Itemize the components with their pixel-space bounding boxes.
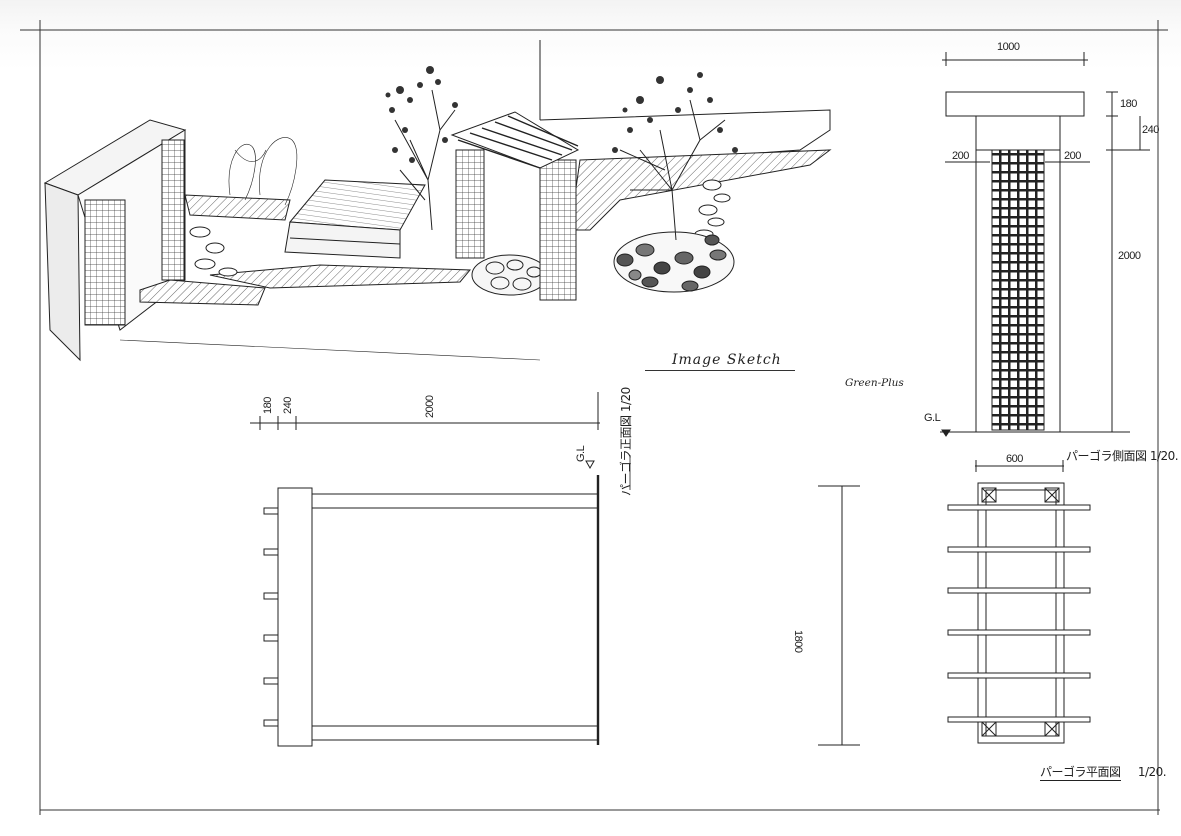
front-dim-240: 240: [282, 397, 294, 414]
left-screen-wall: [43, 119, 187, 362]
plan-caption-title: パーゴラ平面図: [1040, 765, 1121, 781]
tree-right: [612, 72, 738, 241]
plan-dim-1800: 1800: [792, 630, 804, 653]
side-gl-label: G.L: [924, 412, 941, 424]
rock-bed-center: [471, 254, 549, 296]
plan-caption-scale: 1/20.: [1137, 765, 1167, 779]
side-dim-180: 180: [1120, 98, 1137, 110]
plan-posts: [981, 487, 1060, 737]
side-elevation-caption: パーゴラ側面図 1/20.: [1066, 449, 1179, 463]
sketch-title-underline: [645, 370, 795, 371]
plan-drawing: [818, 460, 1091, 746]
front-elevation-caption: パーゴラ正面図 1/20: [619, 387, 633, 496]
rock-bed-right: [613, 231, 735, 293]
side-dim-200-left: 200: [952, 150, 969, 162]
front-dim-2000: 2000: [424, 395, 436, 418]
side-elevation-drawing: [940, 52, 1150, 437]
plan-caption: パーゴラ平面図 1/20.: [1040, 763, 1167, 781]
side-dim-240: 240: [1142, 124, 1159, 136]
pergola-sketch: [450, 111, 580, 301]
sheet-border: [20, 20, 1168, 815]
shrubs-outline: [228, 137, 298, 206]
paving-paths: [139, 149, 832, 306]
brand-label: Green-Plus: [845, 377, 904, 389]
rafter-ends: [263, 507, 279, 727]
wood-deck: [284, 179, 426, 259]
tree-left: [385, 66, 458, 231]
front-gl-label: G.L: [575, 445, 587, 462]
garden-perspective-sketch: [43, 40, 832, 362]
side-dim-1000: 1000: [997, 41, 1020, 53]
plan-dim-600: 600: [1006, 453, 1023, 465]
plan-rafters: [947, 504, 1091, 723]
side-dim-2000: 2000: [1118, 250, 1141, 262]
front-elevation-drawing: [250, 392, 631, 747]
sketch-title: Image Sketch: [672, 352, 782, 368]
side-dim-200-right: 200: [1064, 150, 1081, 162]
front-dim-180: 180: [262, 397, 274, 414]
